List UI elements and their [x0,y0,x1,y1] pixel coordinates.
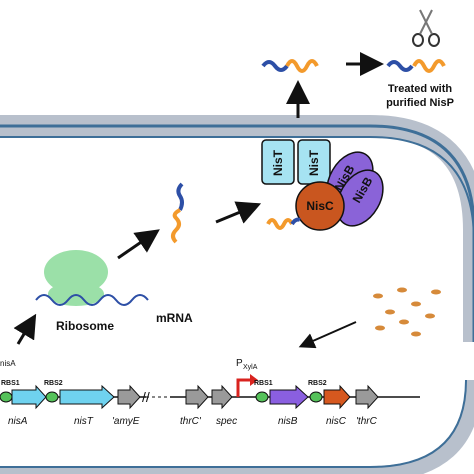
rbs2-left [45,391,59,403]
gene-nisA-label: nisA [8,416,28,427]
ribosome [44,250,108,306]
peptide-outside [261,59,319,73]
gene-nisB [269,384,309,410]
gene-spec [211,384,233,410]
gene-spec-label: spec [216,416,237,427]
nisT-label-1: NisT [271,149,285,176]
gene-amyE [117,384,141,410]
nisC-protein [295,181,345,231]
gene-nisA [11,384,47,410]
arrow-to-peptide [117,229,160,260]
gene-nisB-label: nisB [278,416,298,427]
arrow-to-ribosome [13,313,37,345]
rbs1-left-label: RBS1 [1,380,20,387]
gene-thrC2 [355,384,379,410]
peptide-free-orange [171,208,181,244]
peptide-attached-blue [290,217,301,226]
promoter-left-label: nisA [0,359,16,368]
nisin-dots [373,287,441,337]
treated-label-2: purified NisP [386,97,454,109]
nisC-label: NisC [306,199,334,213]
gene-nisC [323,384,351,410]
gene-nisC-label: nisC [326,416,347,427]
gene-nisT-label: nisT [74,416,94,427]
break-mark: // [142,389,150,405]
treated-label-1: Treated with [388,83,452,95]
scissors-icon [412,9,440,47]
gene-amyE-label: 'amyE [112,416,140,427]
gene-thrC [185,384,209,410]
arrow-to-complex [215,201,262,224]
ribosome-label: Ribosome [56,319,114,333]
peptide-attached-orange [266,218,294,230]
gene-nisT [59,384,115,410]
rbs2-left-label: RBS2 [44,380,63,387]
arrow-induction [298,321,357,349]
peptide-free-blue [176,182,184,211]
peptide-cleaved [386,59,446,73]
rbs1-right [255,391,269,403]
nisT-transporter: NisT NisT [261,139,331,185]
nisT-label-2: NisT [307,149,321,176]
rbs2-right-label: RBS2 [308,380,327,387]
rbs1-right-label: RBS1 [254,380,273,387]
rbs2-right [309,391,323,403]
promoter-right-sub: XylA [243,364,258,371]
gene-thrC2-label: 'thrC [356,416,378,427]
gene-thrC-label: thrC' [180,416,202,427]
mrna-label: mRNA [156,311,193,325]
promoter-arrow-icon [236,374,258,397]
mrna-strand [35,294,149,306]
rbs1-left [0,391,13,403]
promoter-right-label: P [236,358,243,369]
